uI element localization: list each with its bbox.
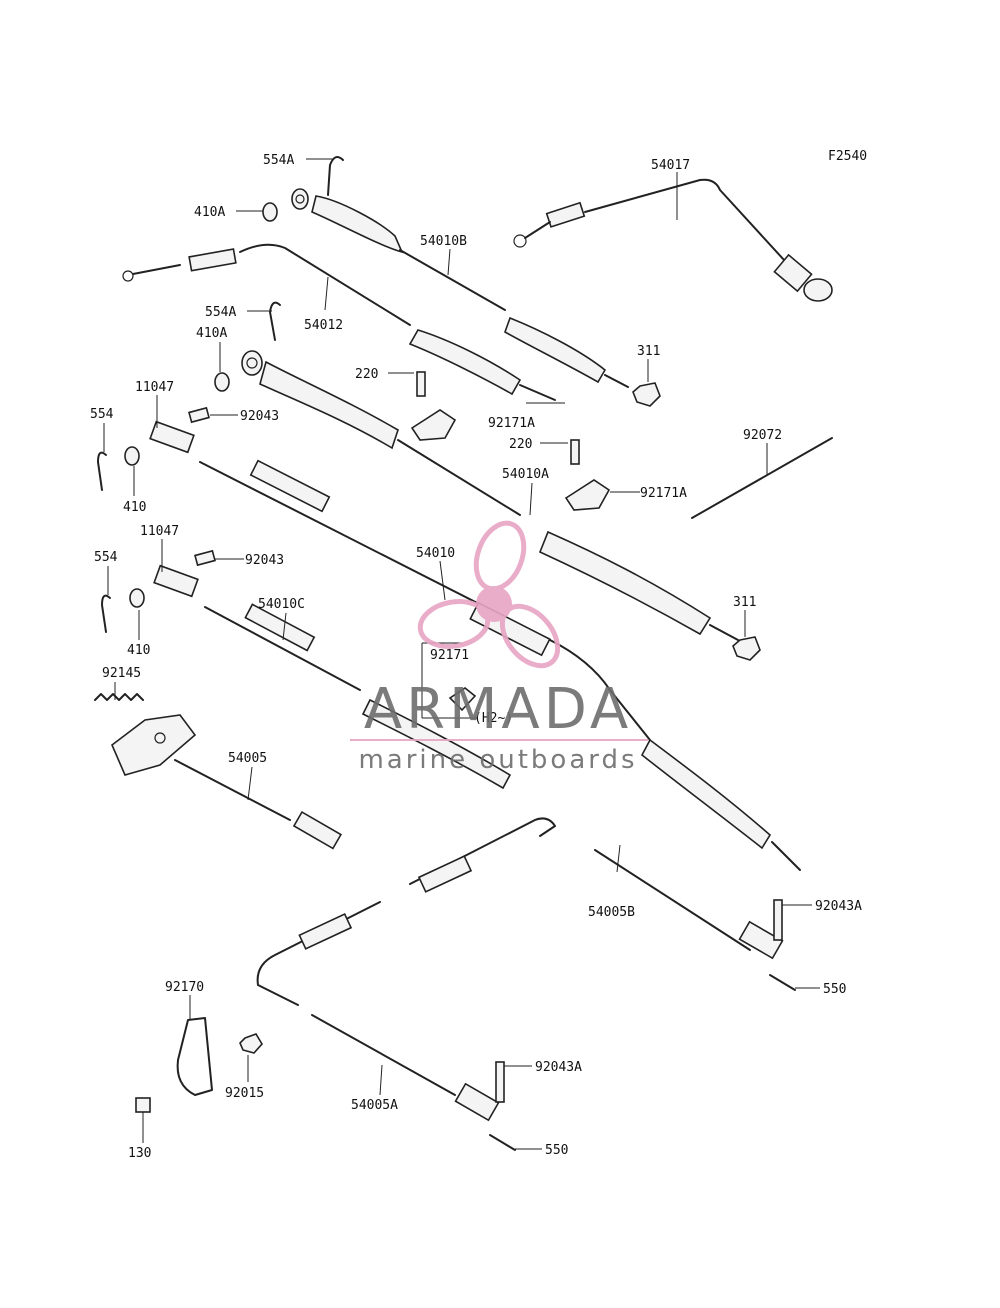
joint-11047-top (149, 420, 195, 454)
callout-11047-mid: 11047 (140, 524, 179, 539)
callout-54017: 54017 (651, 158, 690, 173)
washer-410A-top (262, 202, 278, 222)
callout-92170: 92170 (165, 980, 204, 995)
pin-92043A-top (773, 899, 783, 941)
callout-554-mid: 554 (94, 550, 118, 565)
cable-54017 (513, 178, 833, 302)
callout-92043-mid: 92043 (245, 553, 284, 568)
armada-watermark: ARMADA marine outboards (350, 520, 648, 775)
callout-54010C: 54010C (258, 597, 305, 612)
lever-54005 (111, 714, 343, 850)
callout-410A-top: 410A (194, 205, 225, 220)
callout-410A-mid: 410A (196, 326, 227, 341)
pin-554A-top (327, 155, 344, 196)
callout-92171A-top: 92171A (488, 416, 535, 431)
callout-11047-top: 11047 (135, 380, 174, 395)
pin-92043A-bot (495, 1061, 505, 1103)
callout-labels: 554A 410A 54010B 54017 54012 554A 410A 3… (90, 153, 862, 1161)
callout-550-top: 550 (823, 982, 846, 997)
callout-92072: 92072 (743, 428, 782, 443)
watermark-tagline: marine outboards (358, 745, 637, 775)
callout-550-bot: 550 (545, 1143, 568, 1158)
callout-54010: 54010 (416, 546, 455, 561)
propeller-logo (417, 520, 561, 669)
cable-54010B (291, 188, 629, 388)
clamp-92171A-top (410, 409, 457, 441)
callout-54005A: 54005A (351, 1098, 398, 1113)
tie-92072 (691, 437, 833, 519)
callout-92171A-mid: 92171A (640, 486, 687, 501)
callout-H2-note: (H2~) (474, 711, 513, 726)
cable-54005B (409, 817, 784, 960)
pin-554-top (97, 451, 107, 491)
callout-311-top: 311 (637, 344, 660, 359)
callout-220-mid: 220 (509, 437, 532, 452)
cable-54012 (122, 243, 556, 401)
leader-lines (103, 158, 820, 1150)
callout-92043-top: 92043 (240, 409, 279, 424)
clamp-92170 (176, 1017, 213, 1096)
nut-92015 (239, 1033, 263, 1054)
watermark-brand: ARMADA (364, 677, 632, 742)
spring-92145 (94, 693, 144, 701)
pin-554-mid (101, 594, 111, 633)
washer-410-top (124, 446, 140, 466)
callout-554A-top: 554A (263, 153, 294, 168)
callout-311-mid: 311 (733, 595, 756, 610)
callout-92145: 92145 (102, 666, 141, 681)
cotter-550-bot (489, 1134, 516, 1151)
callout-410-top: 410 (123, 500, 146, 515)
callout-92171: 92171 (430, 648, 469, 663)
callout-54005B: 54005B (588, 905, 635, 920)
callout-554A-mid: 554A (205, 305, 236, 320)
figure-code: F2540 (828, 149, 867, 164)
callout-554-top: 554 (90, 407, 114, 422)
callout-220-top: 220 (355, 367, 378, 382)
joint-11047-mid (153, 564, 199, 598)
callout-54010B: 54010B (420, 234, 467, 249)
pin-92043-top (188, 406, 210, 424)
cotter-550-top (769, 974, 796, 991)
callout-54005: 54005 (228, 751, 267, 766)
pin-92043-mid (194, 549, 216, 567)
washer-410A-mid (214, 372, 230, 392)
cable-54010C (204, 603, 512, 790)
callout-92043A-top: 92043A (815, 899, 862, 914)
bolt-220-top (416, 371, 426, 397)
pin-554A-mid (269, 301, 281, 341)
callout-92015: 92015 (225, 1086, 264, 1101)
washer-410-mid (129, 588, 145, 608)
callout-130: 130 (128, 1146, 151, 1161)
clamp-92171A-mid (564, 479, 611, 511)
callout-410-mid: 410 (127, 643, 150, 658)
callout-54012: 54012 (304, 318, 343, 333)
clamp-92171 (448, 687, 477, 712)
nut-311-mid (732, 636, 761, 661)
cable-54005A (256, 901, 500, 1122)
bolt-220-mid (570, 439, 580, 465)
callout-54010A: 54010A (502, 467, 549, 482)
bolt-130 (135, 1097, 151, 1113)
callout-92043A-bot: 92043A (535, 1060, 582, 1075)
cable-54010A (241, 350, 739, 641)
nut-311-top (632, 382, 661, 407)
